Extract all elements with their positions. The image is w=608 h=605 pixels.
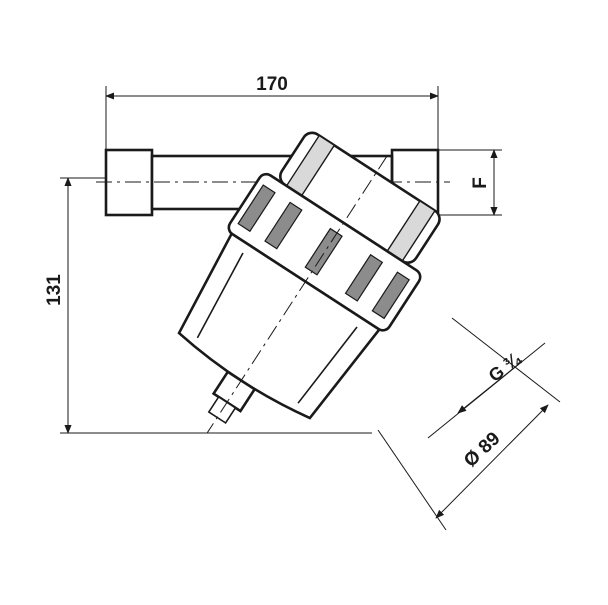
dimension-thread-label: F bbox=[470, 177, 491, 189]
dimension-length: 170 bbox=[105, 74, 439, 150]
dimension-length-label: 170 bbox=[256, 74, 288, 95]
dimension-diameter-label: Ø 89 bbox=[460, 428, 504, 471]
dimension-drain-label: G ¾ bbox=[485, 348, 526, 386]
strainer-axis bbox=[206, 155, 388, 433]
dimension-diameter: Ø 89 bbox=[377, 317, 561, 531]
dimension-drain: G ¾ bbox=[427, 342, 546, 439]
dimension-height-label: 131 bbox=[44, 274, 65, 306]
dimension-thread: F bbox=[438, 149, 502, 216]
dimension-height: 131 bbox=[44, 177, 372, 434]
strainer-body bbox=[177, 131, 441, 433]
